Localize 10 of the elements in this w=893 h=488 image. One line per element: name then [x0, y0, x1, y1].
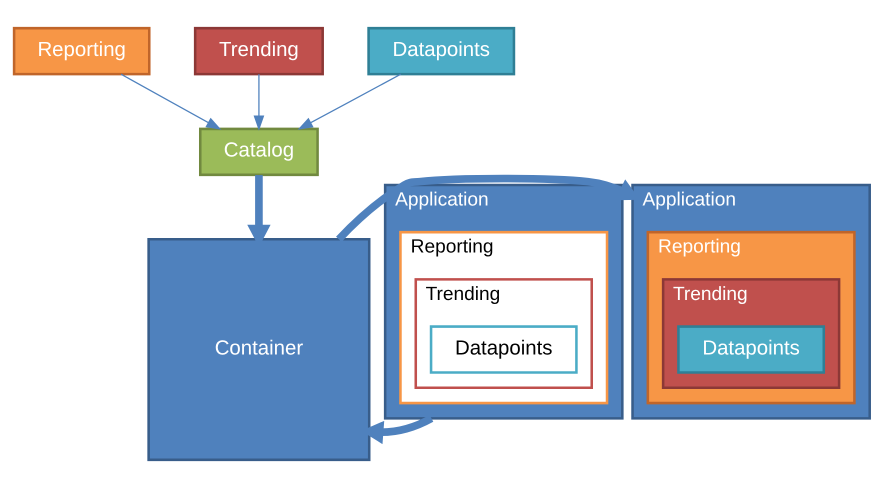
node-box: Reporting	[12, 26, 150, 76]
node-box: Datapoints	[366, 26, 515, 76]
node-box: Datapoints	[676, 325, 825, 374]
arrow	[120, 74, 221, 130]
node-box: Container	[146, 238, 370, 462]
node-box: Trending	[193, 26, 324, 76]
node-box: Catalog	[198, 128, 318, 176]
arrow	[297, 74, 401, 130]
node-box: Datapoints	[429, 325, 578, 374]
arrow	[253, 74, 264, 131]
